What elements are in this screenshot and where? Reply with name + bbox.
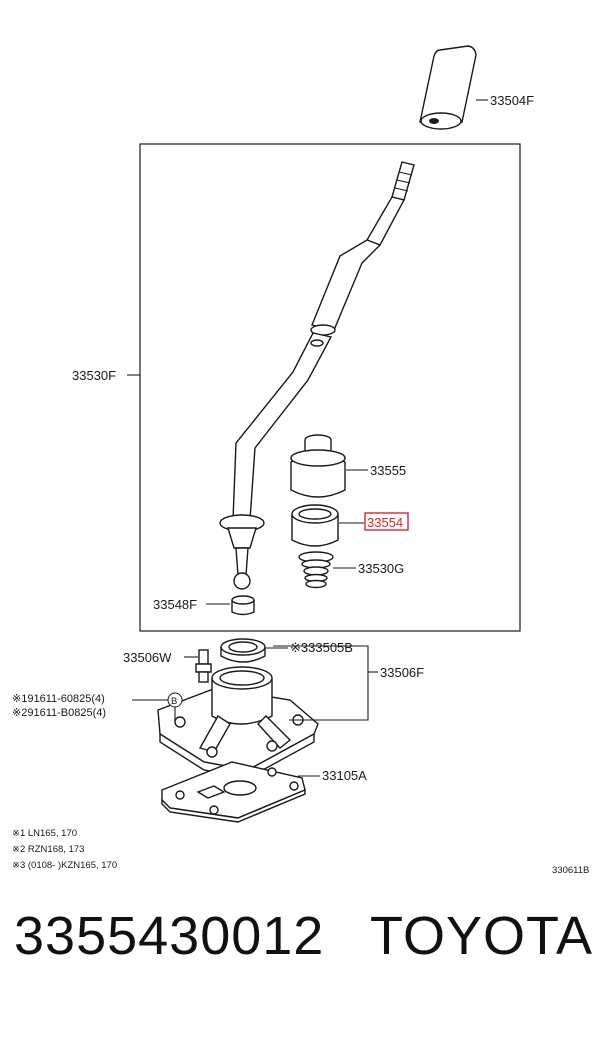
callout-33548F[interactable]: 33548F [153, 597, 197, 612]
note-1: ※1 LN165, 170 [12, 828, 77, 839]
shifter-housing[interactable] [157, 666, 319, 779]
housing-bracket-top [273, 645, 369, 721]
bushing[interactable] [291, 504, 339, 547]
spring[interactable] [298, 551, 334, 589]
retainer-ring[interactable] [220, 638, 266, 663]
figure-code: 330611B [552, 865, 589, 876]
callout-33506F[interactable]: 33506F [380, 665, 424, 680]
brand-name: TOYOTA [370, 906, 594, 966]
note-2: ※2 RZN168, 173 [12, 844, 84, 855]
callout-33530G[interactable]: 33530G [358, 561, 404, 576]
callout-33554[interactable]: 33554 [367, 515, 403, 530]
note-3: ※3 (0108- )KZN165, 170 [12, 860, 117, 871]
shift-lever[interactable] [219, 161, 415, 590]
callout-33504F[interactable]: 33504F [490, 93, 534, 108]
callout-33555[interactable]: 33555 [370, 463, 406, 478]
callout-33505B[interactable]: ※333505B [290, 640, 353, 655]
gasket[interactable] [161, 761, 306, 823]
assembly-frame [139, 143, 521, 632]
pin[interactable] [195, 649, 212, 683]
highlight-box [364, 512, 409, 531]
shift-knob[interactable] [419, 45, 477, 130]
upper-boot[interactable] [290, 434, 346, 498]
bolt-marker: B [171, 696, 177, 707]
callout-33105A[interactable]: 33105A [322, 768, 367, 783]
ball-seat[interactable] [231, 595, 255, 616]
callout-bolt-2[interactable]: ※291611-B0825(4) [12, 707, 106, 719]
callout-bolt-1[interactable]: ※191611-60825(4) [12, 693, 105, 705]
callout-33530F[interactable]: 33530F [72, 368, 116, 383]
footer: 3355430012 TOYOTA [0, 905, 600, 985]
callout-33506W[interactable]: 33506W [123, 650, 172, 665]
part-number: 3355430012 [14, 906, 325, 966]
